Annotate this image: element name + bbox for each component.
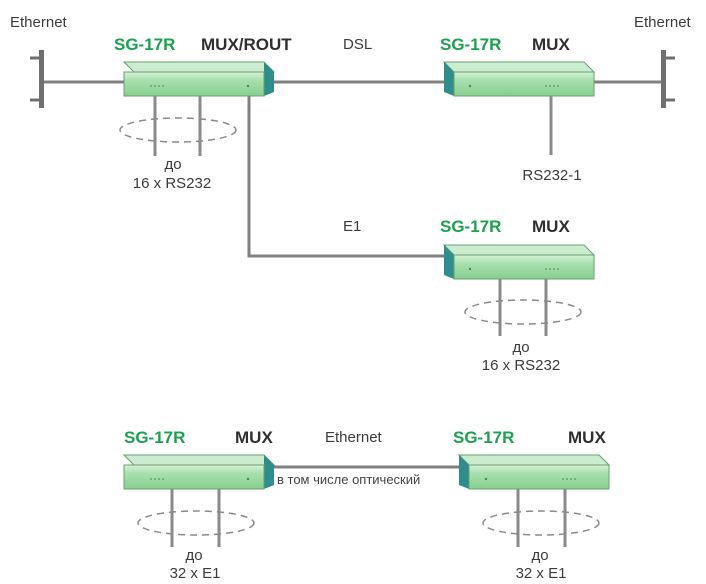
device-bottom-right — [457, 454, 611, 490]
dsl-link-label: DSL — [343, 36, 373, 53]
ports-mid-right-count: 16 x RS232 — [481, 357, 561, 374]
port-bundle-mid-right — [464, 279, 582, 336]
unit-top-right-model: SG-17R — [440, 35, 502, 54]
device-mid-right — [442, 244, 596, 280]
ethernet-bus-right — [661, 50, 675, 108]
e1-link-label: E1 — [343, 218, 362, 235]
unit-bottom-left-model: SG-17R — [124, 428, 186, 447]
unit-bottom-right-role: MUX — [568, 428, 606, 447]
unit-mid-right-model: SG-17R — [440, 217, 502, 236]
unit-top-left-role: MUX/ROUT — [201, 35, 292, 54]
port-bundle-bottom-left — [137, 489, 255, 547]
ports-top-left-count: 16 x RS232 — [132, 175, 212, 192]
ethernet-bus-left — [30, 50, 44, 108]
ethernet-left-label: Ethernet — [10, 14, 67, 31]
ports-top-left-prefix: до — [164, 156, 182, 173]
ethernet-link-note: в том числе оптический — [277, 472, 421, 487]
e1-link — [247, 88, 446, 258]
ports-bottom-left-count: 32 x E1 — [169, 565, 221, 582]
ports-top-right-single: RS232-1 — [522, 167, 582, 184]
ports-mid-right-prefix: до — [512, 339, 530, 356]
port-bundle-bottom-right — [482, 489, 600, 547]
port-bundle-top-left — [119, 96, 237, 156]
ethernet-link-label: Ethernet — [325, 429, 382, 446]
unit-bottom-left-role: MUX — [235, 428, 273, 447]
ethernet-right-label: Ethernet — [634, 14, 691, 31]
ports-bottom-right-count: 32 x E1 — [515, 565, 567, 582]
device-top-left — [122, 61, 276, 97]
unit-top-right-role: MUX — [532, 35, 570, 54]
unit-mid-right-role: MUX — [532, 217, 570, 236]
ports-bottom-right-prefix: до — [531, 547, 549, 564]
device-top-right — [442, 61, 596, 97]
unit-bottom-right-model: SG-17R — [453, 428, 515, 447]
device-bottom-left — [122, 454, 276, 490]
unit-top-left-model: SG-17R — [114, 35, 176, 54]
ports-bottom-left-prefix: до — [185, 547, 203, 564]
